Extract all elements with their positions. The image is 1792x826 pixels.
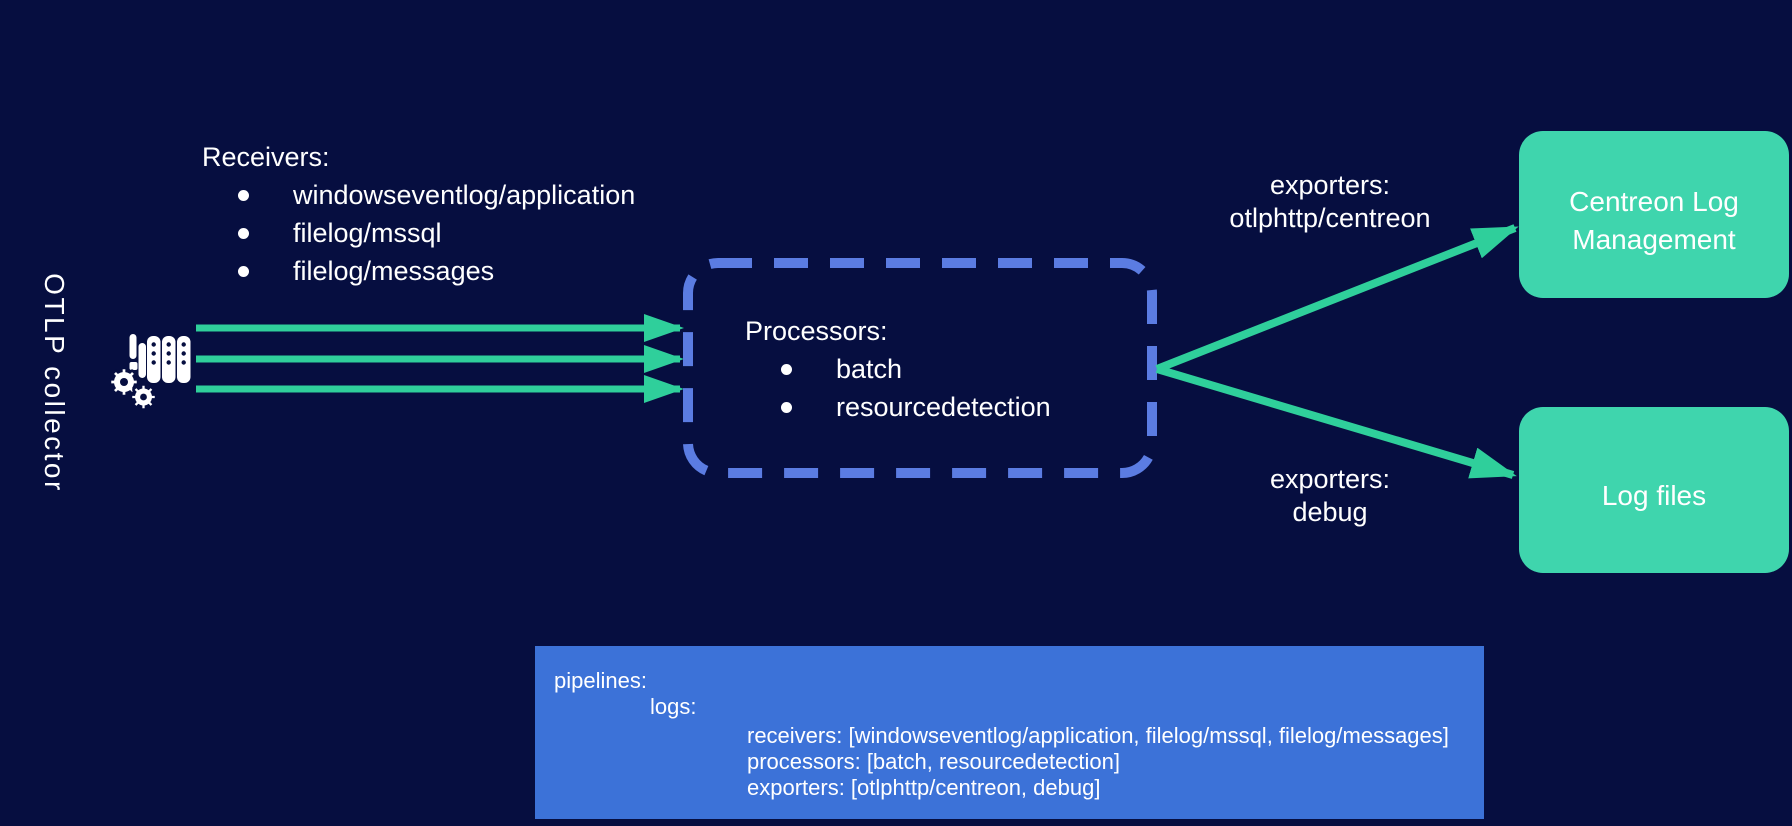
receiver-item-row: filelog/messages [202, 252, 635, 290]
bullet-icon [781, 401, 792, 413]
otlp-collector-label: OTLP collector [39, 273, 70, 493]
logfiles-box-label: Log files [1601, 480, 1707, 511]
centreon-box-label: Centreon Log Management [1569, 185, 1739, 255]
exporter-bottom-line2: debug [1292, 497, 1368, 527]
bullet-icon [238, 265, 249, 277]
log-files-box: Log files [1519, 407, 1789, 573]
receivers-heading: Receivers: [202, 142, 330, 172]
processor-item-row: batch [745, 350, 1051, 388]
centreon-log-management-box: Centreon Log Management [1519, 131, 1789, 298]
receiver-item-row: filelog/mssql [202, 214, 635, 252]
config-line: pipelines: [554, 668, 647, 693]
processors-dashed-box [683, 258, 1157, 478]
exporter-bottom-label: exporters: debug [1270, 463, 1390, 529]
bullet-icon [238, 227, 249, 239]
config-line: receivers: [windowseventlog/application,… [747, 723, 1449, 748]
receivers-list: Receivers: windowseventlog/application f… [202, 138, 635, 290]
processors-heading: Processors: [745, 316, 888, 346]
receiver-item-row: windowseventlog/application [202, 176, 635, 214]
bullet-icon [238, 189, 249, 201]
processor-item-row: resourcedetection [745, 388, 1051, 426]
exporter-top-label: exporters: otlphttp/centreon [1229, 169, 1430, 235]
config-line: logs: [650, 694, 697, 719]
exporter-top-line2: otlphttp/centreon [1229, 203, 1431, 233]
gear-icon-large [108, 366, 158, 411]
receiver-item: filelog/mssql [293, 218, 442, 248]
receiver-item: windowseventlog/application [293, 180, 636, 210]
exporter-top-line1: exporters: [1269, 170, 1391, 200]
processor-item: resourcedetection [836, 392, 1051, 422]
otlp-collector-icon [108, 334, 191, 411]
collector-to-processors-arrows [196, 314, 684, 403]
processor-item: batch [836, 354, 903, 384]
receiver-item: filelog/messages [293, 256, 495, 286]
processors-to-exporters-arrows [1155, 224, 1519, 479]
config-line: processors: [batch, resourcedetection] [747, 749, 1120, 774]
exporter-bottom-line1: exporters: [1269, 464, 1391, 494]
processors-list: Processors: batch resourcedetection [745, 312, 1051, 426]
bullet-icon [781, 363, 792, 375]
config-line: exporters: [otlphttp/centreon, debug] [747, 775, 1101, 800]
pipeline-config-block: pipelines: logs: receivers: [windowseven… [535, 646, 1484, 819]
